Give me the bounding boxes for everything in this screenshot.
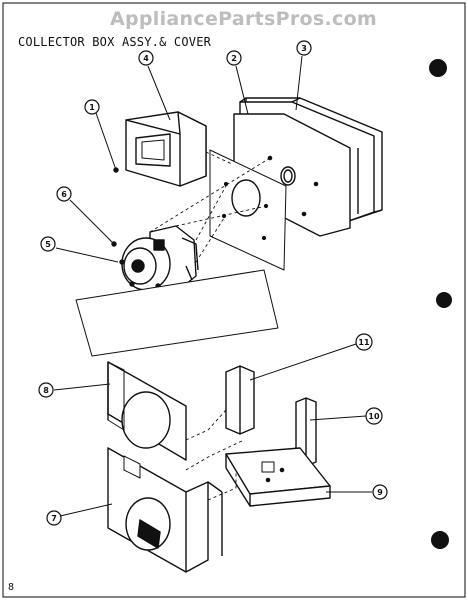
callout-11 [355, 333, 373, 351]
callout-label-8: 8 [43, 386, 49, 395]
callout-label-10: 10 [368, 412, 380, 421]
callouts [38, 40, 388, 526]
callout-label-6: 6 [61, 190, 67, 199]
assembly-lines [149, 151, 271, 263]
diagram-title: COLLECTOR BOX ASSY.& COVER [18, 35, 212, 49]
callout-label-2: 2 [231, 54, 237, 63]
leader-lines [53, 55, 372, 517]
upper-cover [107, 361, 187, 461]
lower-cover [107, 447, 223, 573]
callout-5 [40, 236, 56, 252]
cover-assembly-lines [185, 409, 245, 501]
binder-hole-middle [436, 292, 452, 308]
callout-9 [372, 484, 388, 500]
callout-labels: 1 4 2 3 6 5 8 7 11 10 9 [43, 44, 383, 523]
callout-label-5: 5 [45, 240, 51, 249]
callout-7 [46, 510, 62, 526]
outlet-housing [125, 111, 207, 187]
watermark: AppliancePartsPros.com [110, 8, 378, 30]
insulation-block [225, 365, 255, 435]
callout-label-7: 7 [51, 514, 57, 523]
callout-4 [138, 50, 154, 66]
callout-label-3: 3 [301, 44, 307, 53]
screw-1 [113, 167, 119, 173]
callout-2 [226, 50, 242, 66]
callout-3 [296, 40, 312, 56]
binder-hole-bottom [431, 531, 449, 549]
screw-6 [111, 241, 117, 247]
callout-10 [365, 407, 383, 425]
callout-label-11: 11 [358, 338, 370, 347]
callout-label-4: 4 [143, 54, 149, 63]
callout-8 [38, 382, 54, 398]
callout-1 [84, 99, 100, 115]
callout-label-1: 1 [89, 103, 95, 112]
binder-hole-top [429, 59, 447, 77]
bracket [225, 447, 331, 507]
side-panel [75, 269, 279, 357]
callout-6 [56, 186, 72, 202]
callout-label-9: 9 [377, 488, 383, 497]
page-number: 8 [8, 582, 15, 593]
